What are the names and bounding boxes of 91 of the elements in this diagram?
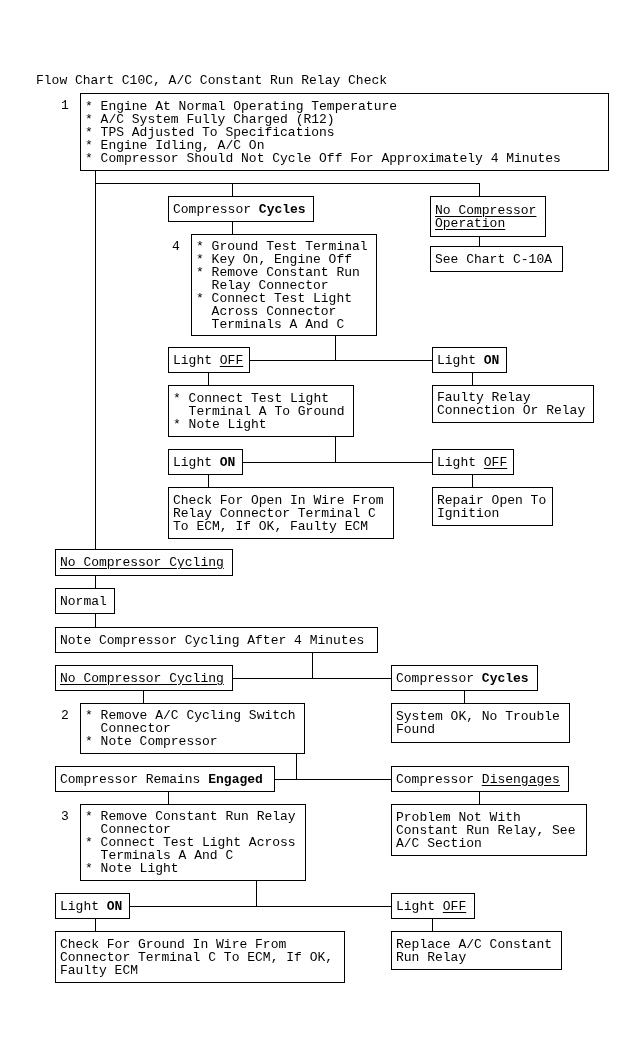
result-text: Normal <box>60 594 108 608</box>
result-text: Compressor Disengages <box>396 772 561 786</box>
result-text: Light ON <box>437 353 501 367</box>
result-box <box>391 893 475 919</box>
connector-line <box>255 880 392 907</box>
instruction-text: * Connect Test Light Terminal A To Ground <box>173 391 346 418</box>
result-text: Note Compressor Cycling After 4 Minutes <box>60 633 366 647</box>
connector-line <box>207 372 209 386</box>
result-box <box>168 487 394 539</box>
result-text: Compressor Cycles <box>396 671 530 685</box>
step-box <box>168 385 354 437</box>
connector-line <box>471 474 473 488</box>
result-text: Faulty Relay Connection Or Relay <box>437 391 587 417</box>
result-text: Light OFF <box>437 455 509 469</box>
result-text: No Compressor Cycling <box>60 556 225 569</box>
chart-title: Flow Chart C10C, A/C Constant Run Relay Check <box>36 74 388 87</box>
result-box <box>432 385 594 423</box>
connector-line <box>471 372 473 386</box>
result-text: Replace A/C Constant Run Relay <box>396 937 554 964</box>
result-box <box>168 196 314 222</box>
step-box <box>80 703 305 754</box>
result-box <box>55 665 233 691</box>
result-text: System OK, No Trouble Found <box>396 710 561 736</box>
result-text: No Compressor Operation <box>435 203 538 230</box>
result-box <box>168 449 243 475</box>
connector-line <box>334 436 433 463</box>
step-number: 2 <box>61 709 69 722</box>
result-text: Check For Open In Wire From Relay Connector Terminal C To ECM, If OK, Faulty ECM <box>173 493 385 533</box>
result-box <box>55 627 378 653</box>
result-box <box>432 449 514 475</box>
step-number: 1 <box>61 99 69 112</box>
connector-line <box>478 791 480 805</box>
connector-line <box>207 474 209 488</box>
connector-line <box>295 753 392 780</box>
result-text: Compressor Cycles <box>173 202 307 216</box>
instruction-text: * TPS Adjusted To Specifications <box>85 125 336 139</box>
result-box <box>391 804 587 856</box>
instruction-text: * Note Compressor <box>85 735 219 748</box>
result-box <box>430 246 563 272</box>
result-text: Compressor Remains Engaged <box>60 772 264 786</box>
instruction-text: * Connect Test Light Across Connector Terminals A And C <box>196 291 354 331</box>
connector-line <box>311 652 392 679</box>
instruction-text: * Compressor Should Not Cycle Off For Approximately 4 Minutes <box>85 151 562 165</box>
result-box <box>55 931 345 983</box>
instruction-text: * Connect Test Light Across Terminals A And C <box>85 836 297 862</box>
result-text: Check For Ground In Wire From Connector Terminal C To ECM, If OK, Faulty ECM <box>60 937 335 977</box>
connector-line <box>94 918 96 932</box>
instruction-text: * Remove Constant Run Relay Connector <box>196 265 361 292</box>
result-text: Light OFF <box>396 899 468 913</box>
connector-line <box>167 791 169 805</box>
connector-line <box>478 236 480 247</box>
instruction-text: * Remove Constant Run Relay Connector <box>85 810 297 836</box>
result-box <box>391 766 569 792</box>
result-box <box>391 931 562 970</box>
result-box <box>432 487 553 526</box>
result-box <box>391 703 570 743</box>
connector-line <box>231 221 233 235</box>
step-box <box>191 234 377 336</box>
instruction-text: * Ground Test Terminal <box>196 239 369 253</box>
instruction-text: * Remove A/C Cycling Switch Connector <box>85 709 297 735</box>
result-box <box>168 347 250 373</box>
result-text: Repair Open To Ignition <box>437 493 548 520</box>
instruction-text: * Note Light <box>85 862 180 875</box>
instruction-text: * Engine Idling, A/C On <box>85 138 265 152</box>
connector-line <box>142 690 144 704</box>
result-text: Light OFF <box>173 353 245 367</box>
step-number: 3 <box>61 810 69 823</box>
instruction-text: * Key On, Engine Off <box>196 252 354 266</box>
result-box <box>432 347 507 373</box>
result-box <box>430 196 546 237</box>
step-number: 4 <box>172 240 180 253</box>
connector-line <box>334 335 433 361</box>
connector-line <box>431 918 433 932</box>
step-box <box>80 804 306 881</box>
result-text: Problem Not With Constant Run Relay, See A/C Section <box>396 810 577 850</box>
instruction-text: * A/C System Fully Charged (R12) <box>85 112 335 126</box>
result-box <box>55 588 115 614</box>
result-text: No Compressor Cycling <box>60 671 225 685</box>
result-text: Light ON <box>60 899 124 913</box>
instruction-text: * Note Light <box>173 417 268 431</box>
result-box <box>55 893 130 919</box>
result-box <box>55 549 233 576</box>
step-box <box>80 93 609 171</box>
instruction-text: * Engine At Normal Operating Temperature <box>85 99 399 113</box>
result-text: See Chart C-10A <box>435 252 554 266</box>
result-box <box>55 766 275 792</box>
connector-line <box>463 690 465 704</box>
result-box <box>391 665 538 691</box>
connector-line <box>94 575 96 589</box>
connector-line <box>94 613 96 628</box>
result-text: Light ON <box>173 455 237 469</box>
